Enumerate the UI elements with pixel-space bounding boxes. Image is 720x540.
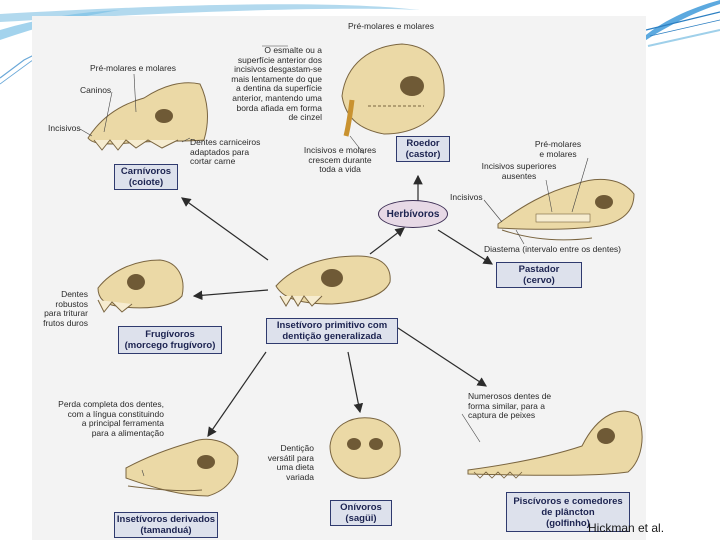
- box-grazer-example: (cervo): [523, 275, 555, 286]
- marmoset-skull: [329, 417, 401, 479]
- box-primitive-insectivore-line1: Insetívoro primitivo com: [276, 320, 388, 331]
- note-continuous-growth-line2: crescem durante: [308, 154, 372, 165]
- note-premolars-deer-line2: e molares: [539, 148, 577, 159]
- box-frugivores-title: Frugívoros: [145, 329, 195, 340]
- note-numerous-teeth-line1: Numerosos dentes de: [468, 391, 552, 401]
- note-premolars-deer: Pré-molares e molares: [528, 139, 588, 159]
- arrow-to-grazer: [437, 229, 494, 265]
- note-numerous-teeth-line2: forma similar, para a: [468, 400, 545, 411]
- box-rodent-title: Roedor: [406, 138, 440, 149]
- note-robust-teeth: Dentes robustos para triturar frutos dur…: [32, 289, 88, 328]
- note-continuous-growth-line3: toda a vida: [319, 164, 361, 175]
- note-incisors-carnivore: Incisivos: [48, 123, 81, 133]
- note-versatile-dentition: Dentição versátil para uma dieta variada: [256, 443, 314, 482]
- box-frugivores: Frugívoros (morcego frugívoro): [118, 326, 222, 354]
- note-versatile-line1: Dentição: [280, 443, 314, 453]
- box-rodent: Roedor (castor): [396, 136, 450, 162]
- note-enamel-line3: incisivos desgastam-se: [234, 64, 322, 75]
- box-piscivores: Piscívoros e comedores de plâncton (golf…: [506, 492, 630, 532]
- note-carnassial: Dentes carniceiros adaptados para cortar…: [190, 137, 261, 167]
- note-versatile-line4: variada: [286, 471, 314, 482]
- arrow-to-frugivores: [192, 289, 269, 301]
- primitive-insectivore-skull: [275, 255, 391, 307]
- box-primitive-insectivore-line2: dentição generalizada: [282, 331, 382, 342]
- note-tooth-loss: Perda completa dos dentes, com a língua …: [40, 399, 164, 438]
- deer-skull: [497, 178, 635, 241]
- note-diastema: Diastema (intervalo entre os dentes): [484, 244, 622, 254]
- herbivores-label: Herbívoros: [386, 208, 440, 220]
- box-derived-insectivores-title: Insetívoros derivados: [116, 514, 216, 525]
- box-omnivores-example: (sagüi): [345, 513, 377, 524]
- box-carnivores-example: (coiote): [128, 177, 164, 188]
- note-tooth-loss-line2: com a língua constituindo: [67, 408, 164, 419]
- box-carnivores: Carnívoros (coiote): [114, 164, 178, 190]
- note-tooth-loss-line1: Perda completa dos dentes,: [58, 399, 164, 409]
- note-robust-teeth-line2: para triturar: [44, 308, 88, 319]
- note-incisors-deer: Incisivos: [450, 192, 483, 202]
- note-enamel-line5: a dentina da superfície: [235, 83, 322, 94]
- box-derived-insectivores-example: (tamanduá): [140, 525, 192, 536]
- box-primitive-insectivore: Insetívoro primitivo com dentição genera…: [266, 318, 398, 344]
- box-carnivores-title: Carnívoros: [120, 166, 172, 177]
- note-enamel-line4: mais lentamente do que: [231, 73, 322, 84]
- note-carnassial-line1: Dentes carniceiros: [190, 137, 261, 147]
- box-derived-insectivores: Insetívoros derivados (tamanduá): [114, 512, 218, 538]
- note-numerous-teeth: Numerosos dentes de forma similar, para …: [468, 391, 552, 421]
- note-enamel: O esmalte ou a superfície anterior dos i…: [216, 45, 322, 123]
- note-versatile-line3: uma dieta: [276, 462, 314, 473]
- anteater-skull: [125, 438, 239, 497]
- note-enamel-line7: borda afiada em forma: [236, 102, 322, 113]
- note-enamel-line1: O esmalte ou a: [264, 45, 322, 55]
- box-frugivores-example: (morcego frugívoro): [124, 340, 216, 351]
- note-upper-incisors-line1: Incisivos superiores: [481, 161, 557, 171]
- box-omnivores-title: Onívoros: [340, 502, 382, 513]
- note-enamel-line6: anterior, mantendo uma: [232, 92, 322, 103]
- note-carnassial-line3: cortar carne: [190, 156, 236, 167]
- note-versatile-line2: versátil para: [267, 452, 314, 463]
- arrow-to-piscivores: [397, 327, 488, 387]
- note-premolars-carnivore: Pré-molares e molares: [90, 63, 176, 73]
- fruit-bat-skull: [97, 259, 184, 313]
- figure-credit: Hickman et al.: [588, 521, 665, 535]
- herbivores-oval: Herbívoros: [378, 200, 448, 228]
- box-grazer-title: Pastador: [518, 264, 560, 275]
- note-upper-incisors-absent: Incisivos superiores ausentes: [474, 161, 564, 181]
- box-piscivores-line1: Piscívoros e comedores: [513, 495, 623, 507]
- arrow-to-omnivores: [347, 351, 364, 414]
- note-continuous-growth: Incisivos e molares crescem durante toda…: [296, 145, 384, 175]
- note-upper-incisors-line2: ausentes: [501, 170, 537, 181]
- note-carnassial-line2: adaptados para: [190, 146, 250, 157]
- box-omnivores: Onívoros (sagüi): [330, 500, 392, 526]
- note-tooth-loss-line3: a principal ferramenta: [81, 418, 164, 429]
- pointer-lines: [79, 45, 589, 477]
- coyote-skull: [87, 82, 208, 151]
- note-tooth-loss-line4: para a alimentação: [91, 427, 164, 438]
- dolphin-skull: [467, 410, 643, 479]
- note-numerous-teeth-line3: captura de peixes: [468, 410, 536, 421]
- beaver-skull: [341, 43, 445, 137]
- box-piscivores-example: (golfinho): [546, 517, 590, 529]
- arrow-to-carnivores: [181, 197, 269, 261]
- box-grazer: Pastador (cervo): [496, 262, 582, 288]
- textbook-figure: Carnívoros (coiote) Roedor (castor) Past…: [32, 16, 646, 540]
- arrow-to-herbivores: [369, 227, 405, 255]
- note-enamel-line8: de cinzel: [288, 112, 322, 123]
- note-canines: Caninos: [80, 85, 112, 95]
- box-rodent-example: (castor): [405, 149, 441, 160]
- note-enamel-line2: superfície anterior dos: [237, 54, 322, 65]
- note-premolars-rodent: Pré-molares e molares: [348, 21, 434, 31]
- arrow-to-derived-insectivores: [207, 351, 267, 437]
- note-robust-teeth-line1: Dentes robustos: [55, 289, 88, 309]
- note-continuous-growth-line1: Incisivos e molares: [303, 145, 377, 155]
- note-robust-teeth-line3: frutos duros: [43, 317, 88, 328]
- box-piscivores-line2: de plâncton: [541, 506, 595, 518]
- note-premolars-deer-line1: Pré-molares: [534, 139, 582, 149]
